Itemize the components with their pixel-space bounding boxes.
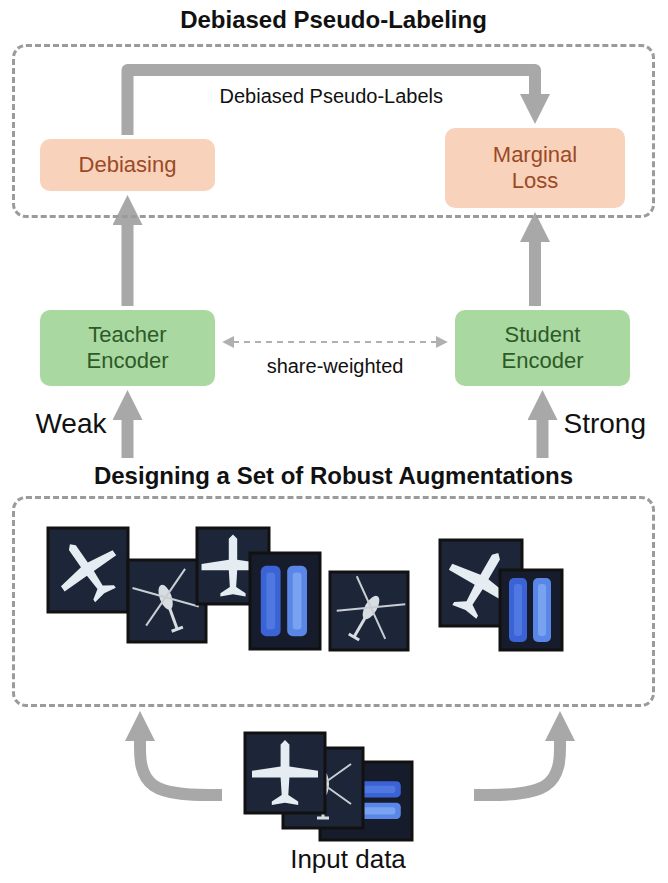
- input-image: [245, 733, 325, 813]
- dashed-frame: [12, 496, 655, 707]
- flow-arrow: [128, 70, 536, 135]
- process-box: Marginal Loss: [445, 128, 625, 208]
- sample-image: [128, 560, 206, 642]
- edge-label: Strong: [561, 407, 650, 441]
- sample-image: [500, 570, 562, 650]
- dashed-arrow: [233, 341, 437, 343]
- encoder-box: Student Encoder: [455, 310, 630, 386]
- caption-text: Input data: [290, 844, 406, 875]
- flow-arrow: [474, 738, 560, 795]
- box-label: Marginal Loss: [475, 142, 595, 195]
- flow-arrow: [122, 222, 134, 306]
- edge-label: Debiased Pseudo-Labels: [217, 84, 447, 108]
- box-label: Student Encoder: [488, 322, 598, 375]
- sample-image: [250, 553, 320, 649]
- box-label: Debiasing: [79, 152, 177, 178]
- panel-heading: Designing a Set of Robust Augmentations: [12, 462, 655, 491]
- edge-label: Weak: [32, 407, 109, 441]
- flow-arrow: [537, 417, 549, 458]
- process-box: Debiasing: [40, 139, 215, 191]
- panel-heading: Debiased Pseudo-Labeling: [12, 6, 655, 35]
- flow-arrow: [529, 239, 541, 306]
- edge-label: share-weighted: [264, 354, 407, 378]
- group-panel: Debiased Pseudo-LabelingDebiasing Margina…: [12, 6, 655, 218]
- input-stack: Input data: [228, 725, 468, 879]
- sample-image: [44, 526, 131, 613]
- flow-arrow: [122, 417, 134, 458]
- flow-arrow: [140, 738, 222, 795]
- box-label: Teacher Encoder: [73, 322, 183, 375]
- encoder-box: Teacher Encoder: [40, 310, 215, 386]
- group-panel: Designing a Set of Robust Augmentations: [12, 462, 655, 707]
- sample-image: [330, 572, 408, 651]
